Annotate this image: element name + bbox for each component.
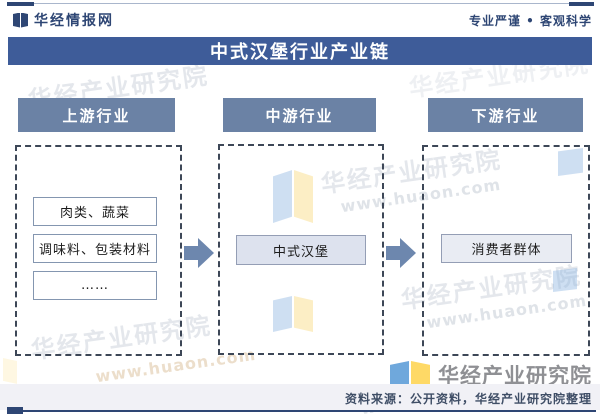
site-tagline: 专业严谨 • 客观科学 <box>468 14 592 28</box>
site-brand-name: 华经情报网 <box>34 13 114 29</box>
site-brand: 华经情报网 <box>13 10 114 30</box>
source-note: 资料来源：公开资料，华经产业研究院整理 <box>344 392 592 406</box>
title-bar: 中式汉堡行业产业链 <box>8 37 592 65</box>
upstream-item: 肉类、蔬菜 <box>33 197 157 226</box>
stage-header-label: 上游行业 <box>62 106 131 125</box>
open-book-icon <box>13 12 28 28</box>
top-rule-accent-right <box>569 2 594 6</box>
downstream-container <box>422 145 590 356</box>
top-rule <box>8 3 592 4</box>
bottom-rule <box>7 410 596 412</box>
upstream-container <box>15 145 182 356</box>
midstream-item: 中式汉堡 <box>236 235 366 265</box>
stage-header-label: 中游行业 <box>265 106 334 125</box>
midstream-container <box>218 144 384 355</box>
right-block-arrow-icon <box>386 238 416 268</box>
top-rule-accent-left <box>7 2 34 6</box>
page-title: 中式汉堡行业产业链 <box>210 42 390 63</box>
bottom-rule-accent <box>7 407 23 414</box>
open-book-icon <box>390 361 430 389</box>
right-block-arrow-icon <box>184 238 214 268</box>
stage-header-upstream: 上游行业 <box>18 98 175 132</box>
upstream-item: …… <box>33 271 157 300</box>
watermark-book-icon <box>3 358 33 384</box>
downstream-item: 消费者群体 <box>441 234 572 263</box>
upstream-item: 调味料、包装材料 <box>33 234 157 263</box>
footer-strip <box>0 384 600 410</box>
stage-header-label: 下游行业 <box>471 106 540 125</box>
stage-header-downstream: 下游行业 <box>428 98 583 132</box>
stage-header-midstream: 中游行业 <box>223 98 376 132</box>
header-row: 华经情报网 专业严谨 • 客观科学 <box>0 8 600 30</box>
